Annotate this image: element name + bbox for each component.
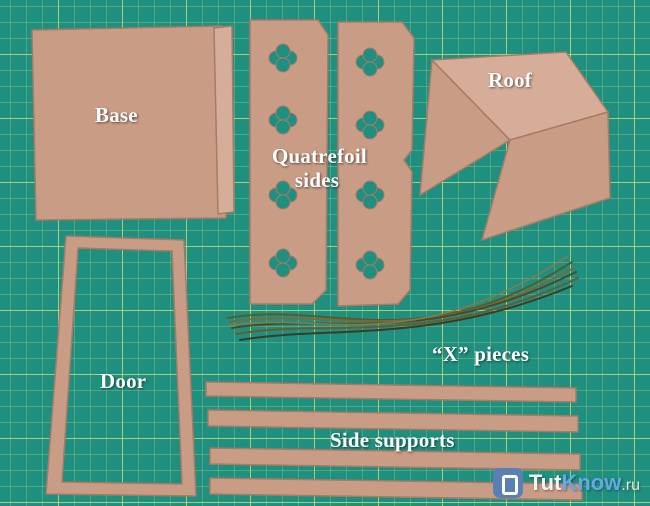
label-quatrefoil-line1: Quatrefoil xyxy=(272,144,367,168)
watermark-tld: .ru xyxy=(621,477,640,494)
watermark-text: TutKnow.ru xyxy=(529,470,640,496)
side-supports-strips xyxy=(205,381,583,501)
tutknow-logo-icon xyxy=(492,468,523,498)
watermark-brand-part1: Tut xyxy=(528,470,562,495)
label-door: Door xyxy=(100,369,147,393)
label-quatrefoil-line2: sides xyxy=(294,168,340,192)
roof-piece xyxy=(419,51,611,242)
door-frame-piece xyxy=(45,235,197,497)
label-base: Base xyxy=(95,103,138,127)
label-quatrefoil-sides: Quatrefoil sides xyxy=(272,144,367,192)
label-side-supports: Side supports xyxy=(330,428,455,452)
watermark-brand-part2: Know xyxy=(561,470,622,495)
base-piece xyxy=(31,25,235,221)
label-roof: Roof xyxy=(488,68,532,92)
x-pieces-wires xyxy=(227,255,579,341)
label-x-pieces: “X” pieces xyxy=(432,342,530,366)
watermark: TutKnow.ru xyxy=(492,468,640,498)
quatrefoil-side-panel-right xyxy=(337,21,415,307)
quatrefoil-side-panel-left xyxy=(249,19,329,305)
